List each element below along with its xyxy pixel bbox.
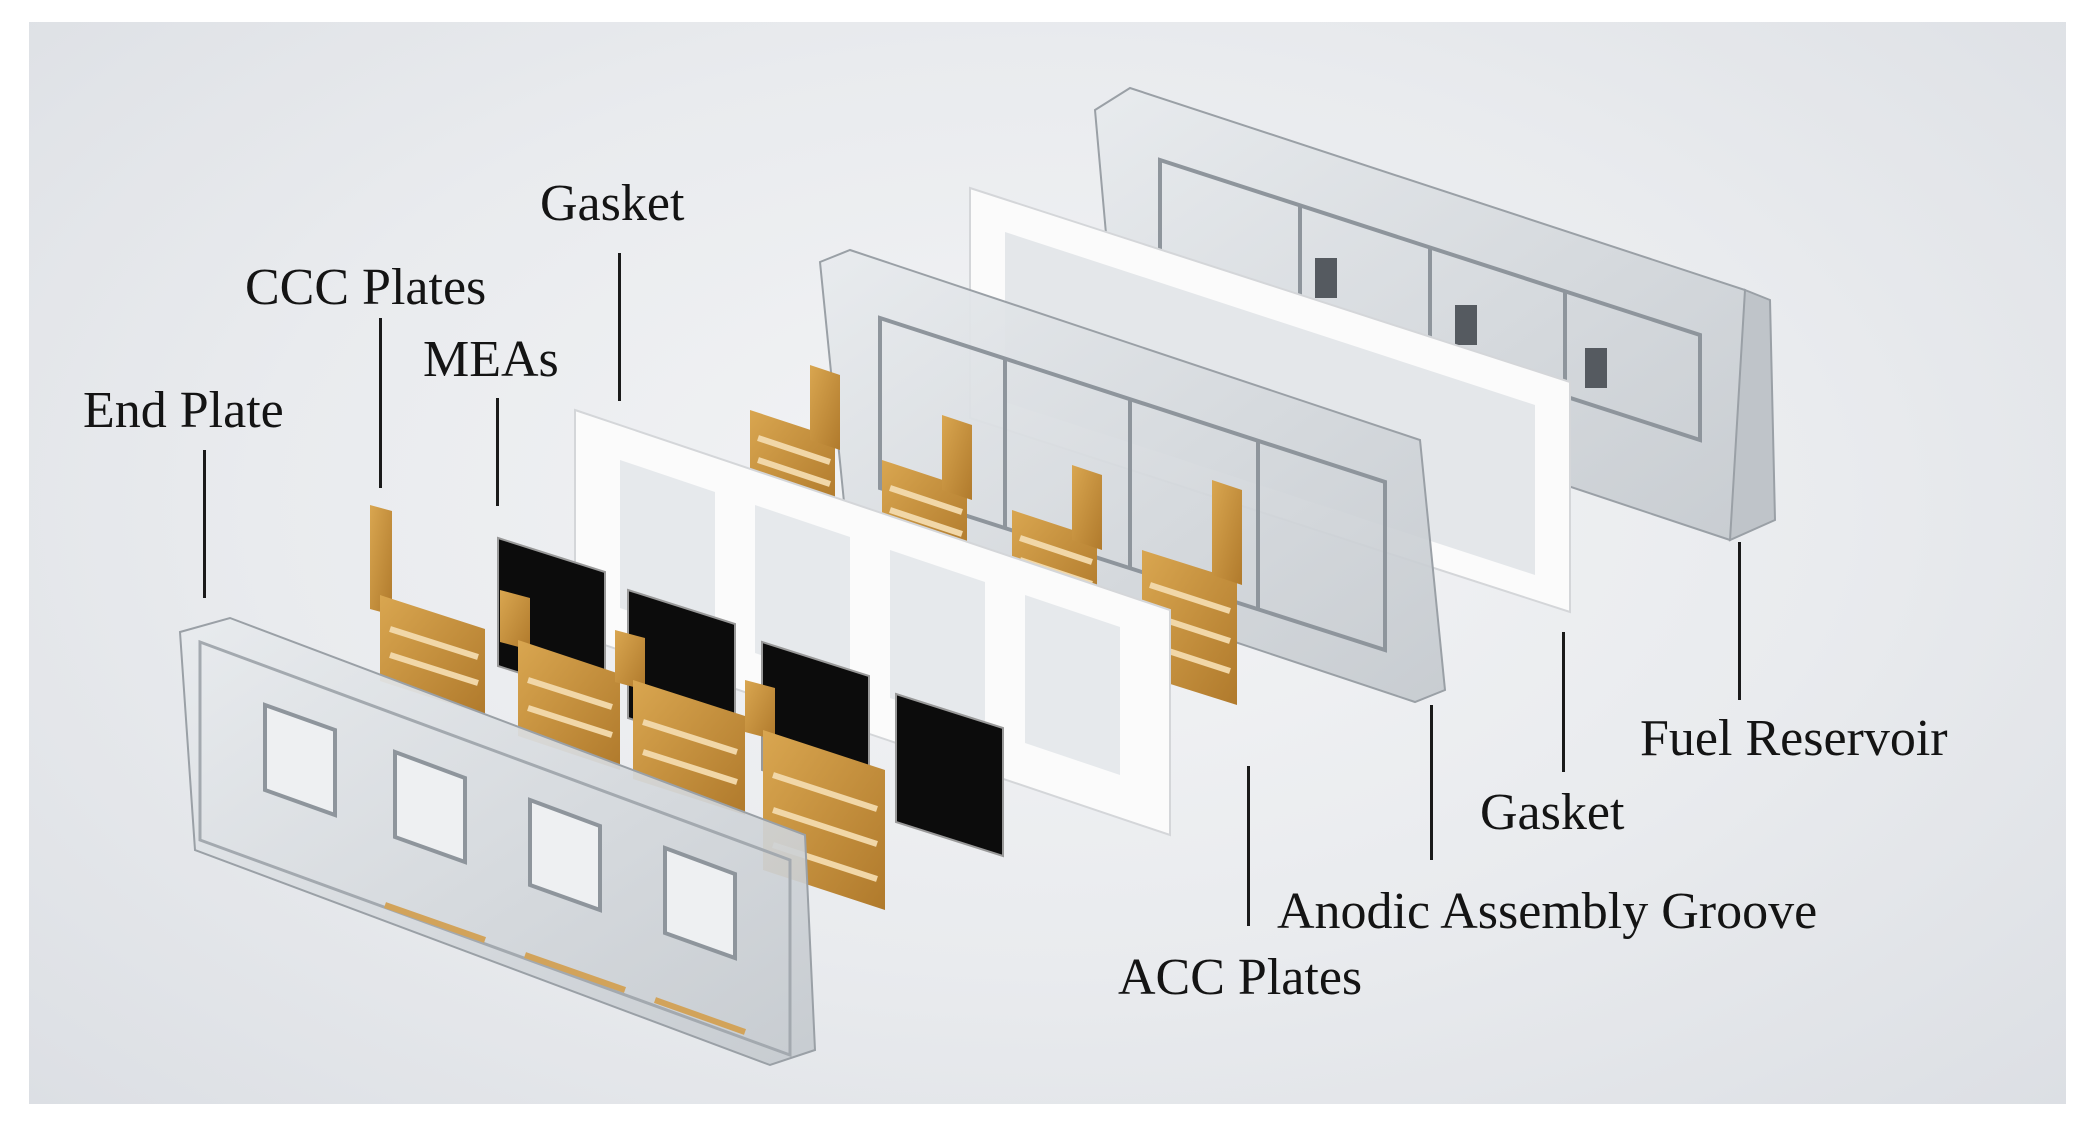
leader-ccc-plates bbox=[379, 318, 382, 488]
end-plate-block bbox=[178, 616, 817, 1067]
label-anodic-groove: Anodic Assembly Groove bbox=[1277, 883, 1818, 940]
leader-fuel-reservoir bbox=[1738, 542, 1741, 700]
label-meas: MEAs bbox=[423, 331, 559, 388]
leader-meas bbox=[496, 398, 499, 506]
label-ccc-plates: CCC Plates bbox=[245, 259, 487, 316]
leader-acc-plates bbox=[1247, 766, 1250, 926]
gasket-front bbox=[574, 408, 1171, 837]
leader-anodic-groove bbox=[1430, 705, 1433, 860]
fuel-reservoir-block bbox=[1093, 86, 1777, 542]
label-gasket-front: Gasket bbox=[540, 175, 685, 232]
label-end-plate: End Plate bbox=[83, 382, 284, 439]
label-fuel-reservoir: Fuel Reservoir bbox=[1640, 710, 1948, 767]
leader-gasket-front bbox=[618, 253, 621, 401]
leader-end-plate bbox=[203, 450, 206, 598]
mea bbox=[895, 692, 1004, 858]
label-gasket-back: Gasket bbox=[1480, 784, 1625, 841]
label-acc-plates: ACC Plates bbox=[1118, 949, 1363, 1006]
leader-gasket-back bbox=[1562, 632, 1565, 772]
